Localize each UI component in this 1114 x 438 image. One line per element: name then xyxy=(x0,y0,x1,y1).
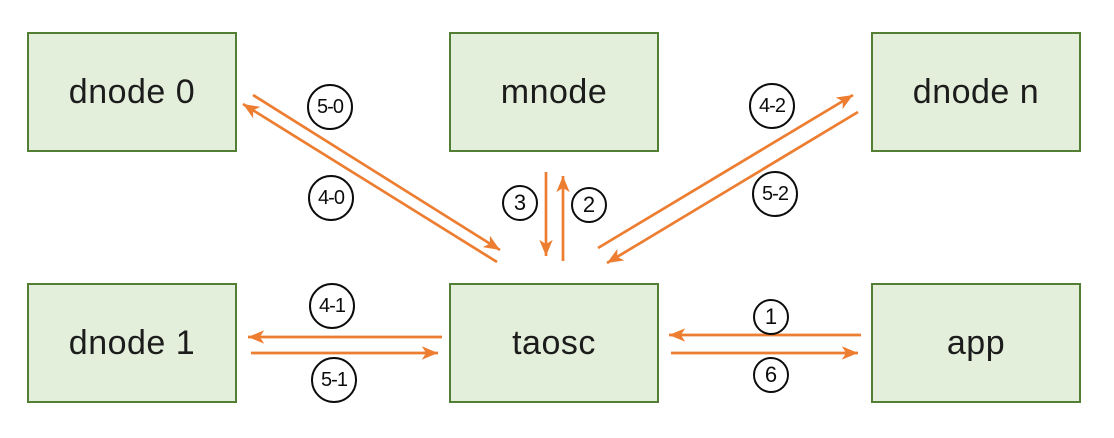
edge-label-4-1: 4-1 xyxy=(309,283,355,329)
arrow-dnoden-to-taosc xyxy=(606,110,859,265)
edge-label-5-1: 5-1 xyxy=(311,357,357,403)
node-taosc: taosc xyxy=(449,283,659,403)
edge-label-6: 6 xyxy=(753,357,789,393)
node-dnode0-label: dnode 0 xyxy=(68,72,196,111)
edge-label-5-2: 5-2 xyxy=(752,171,798,217)
edge-label-2: 2 xyxy=(571,187,607,223)
edge-label-3: 3 xyxy=(502,185,538,221)
edge-label-4-2: 4-2 xyxy=(749,83,795,129)
node-dnode1: dnode 1 xyxy=(27,283,237,403)
node-taosc-label: taosc xyxy=(512,323,596,362)
node-dnoden-label: dnode n xyxy=(912,72,1040,111)
arrow-dnode0-to-taosc xyxy=(252,93,501,252)
edge-label-5-0: 5-0 xyxy=(307,84,353,130)
arrow-taosc-to-dnode0 xyxy=(242,102,498,264)
edge-label-1: 1 xyxy=(753,299,789,335)
node-app: app xyxy=(871,283,1081,403)
node-app-label: app xyxy=(946,323,1006,362)
edge-label-4-0: 4-0 xyxy=(308,175,354,221)
node-dnode1-label: dnode 1 xyxy=(68,323,196,362)
arrow-taosc-to-dnoden xyxy=(597,93,854,250)
node-mnode: mnode xyxy=(449,32,659,152)
node-mnode-label: mnode xyxy=(500,72,608,111)
node-dnode0: dnode 0 xyxy=(27,32,237,152)
node-dnoden: dnode n xyxy=(871,32,1081,152)
